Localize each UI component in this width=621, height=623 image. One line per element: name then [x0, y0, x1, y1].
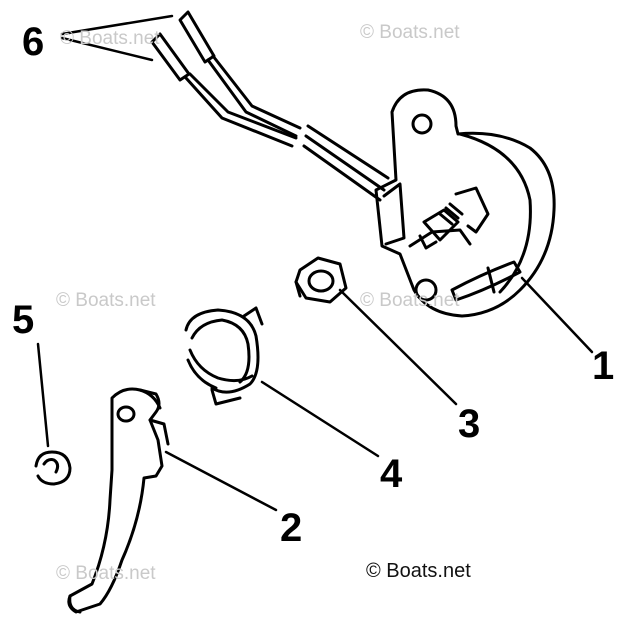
callout-6: 6 [22, 20, 45, 64]
copyright-watermark: © Boats.net [366, 560, 471, 582]
watermark-text: © Boats.net [360, 22, 460, 43]
wire-leads [150, 10, 390, 202]
callout-3: 3 [458, 402, 481, 446]
leader-lines [36, 14, 594, 512]
watermark-text: © Boats.net [60, 28, 160, 49]
callout-2: 2 [280, 506, 303, 550]
watermark-text: © Boats.net [56, 563, 156, 584]
hex-nut [294, 256, 348, 304]
torsion-spring [184, 306, 264, 406]
retaining-clip [34, 450, 72, 486]
watermark-text: © Boats.net [56, 290, 156, 311]
callout-1: 1 [592, 344, 615, 388]
callout-5: 5 [12, 298, 35, 342]
callout-4: 4 [380, 452, 403, 496]
lever-arm [67, 387, 170, 614]
switch-body-assembly [374, 88, 556, 318]
watermark-text: © Boats.net [360, 290, 460, 311]
